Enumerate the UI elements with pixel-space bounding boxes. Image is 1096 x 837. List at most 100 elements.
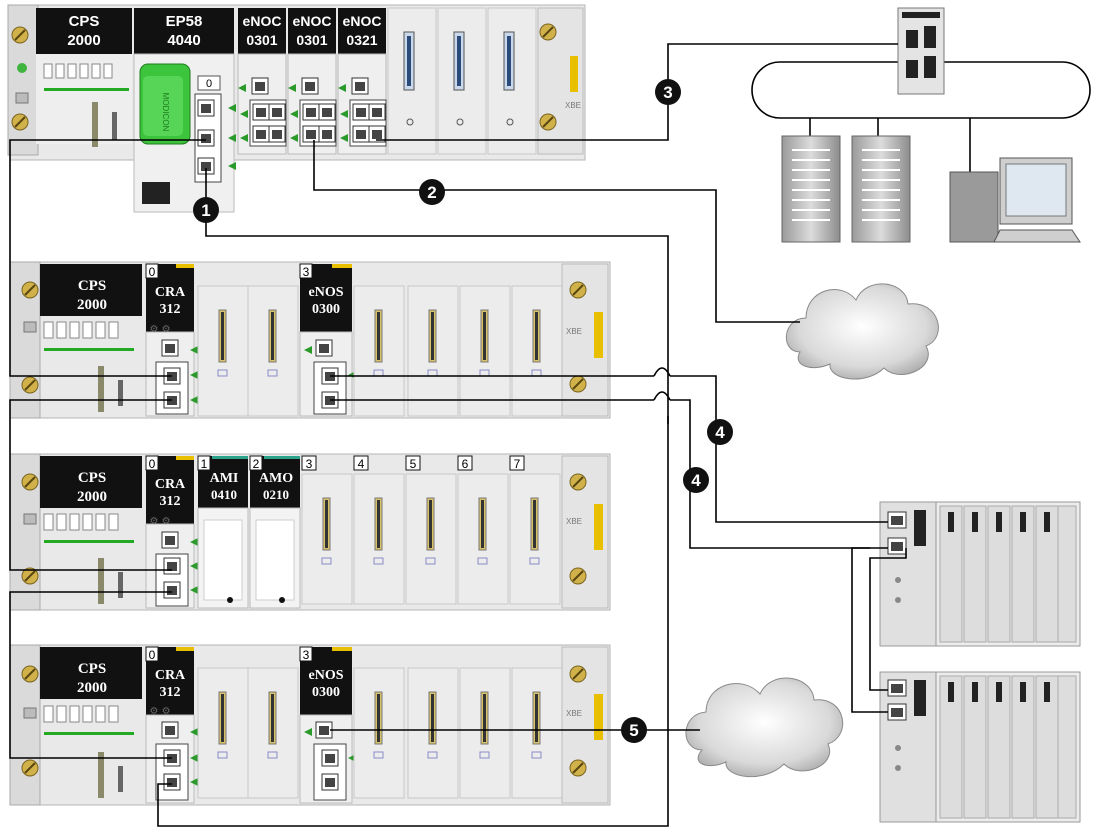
drop2-xbe-end: XBE — [561, 455, 609, 609]
drop2-amo-module: 2 AMO 0210 — [249, 455, 301, 609]
drop3-xbe-label: XBE — [566, 709, 582, 718]
drop1-cps-line1: CPS — [78, 278, 106, 294]
top-enoc2-line2: 0301 — [296, 32, 327, 48]
pc-icon — [949, 157, 1081, 243]
drop1-enos-module: 3 eNOS 0300 — [299, 263, 356, 417]
cloud-icon — [785, 283, 939, 380]
callout-4b-text: 4 — [691, 471, 701, 490]
drop2-amo-line2: 0210 — [263, 487, 289, 502]
drop2-io-slots: 3 4 5 6 7 — [301, 455, 561, 605]
drop1-xbe-label: XBE — [566, 327, 582, 336]
drop1-cra-module: 0 CRA 312 ⚙ ⚙ — [145, 263, 198, 417]
drop3-cps-line2: 2000 — [77, 680, 107, 696]
top-cps-module: CPS 2000 — [36, 8, 132, 147]
top-cpu-line2: 4040 — [167, 32, 200, 49]
drop2-cra-slot: 0 — [149, 457, 156, 471]
top-xbe-end: XBE — [537, 7, 584, 155]
drop3-cps-module: CPS 2000 — [40, 647, 142, 798]
server-icon — [781, 135, 841, 243]
network-device-icon — [897, 7, 945, 95]
drop2-cps-line2: 2000 — [77, 489, 107, 505]
top-io-slots — [387, 7, 537, 155]
drop2-amo-slot: 2 — [253, 457, 260, 471]
drop2-slot-4: 4 — [358, 457, 365, 471]
drop2-ami-line1: AMI — [210, 471, 239, 486]
drop3-enos-line1: eNOS — [309, 668, 344, 683]
drop3-cra-line1: CRA — [155, 668, 186, 683]
svg-text:⚙ ⚙: ⚙ ⚙ — [149, 516, 170, 527]
drop3-enos-module: 3 eNOS 0300 — [299, 646, 356, 804]
control-network — [751, 7, 1091, 243]
svg-text:⚙ ⚙: ⚙ ⚙ — [149, 706, 170, 717]
top-enoc3-line2: 0321 — [346, 32, 377, 48]
drop2-cps-module: CPS 2000 — [40, 456, 142, 604]
callout-2-text: 2 — [427, 183, 436, 202]
svg-text:MODICON: MODICON — [161, 93, 170, 132]
drop1-cra-line2: 312 — [160, 302, 181, 317]
drop1-enos-line2: 0300 — [312, 302, 340, 317]
top-enoc1-line1: eNOC — [243, 13, 282, 29]
cloud-icon-2 — [685, 677, 844, 778]
callout-4b: 4 — [683, 467, 709, 493]
callout-1: 1 — [193, 197, 219, 223]
drop3-cra-module: 0 CRA 312 ⚙ ⚙ — [145, 646, 198, 804]
drop2-slot-6: 6 — [462, 457, 469, 471]
top-enoc2-line1: eNOC — [293, 13, 332, 29]
drop2-slot-7: 7 — [514, 457, 521, 471]
top-enoc-module-2: eNOC 0301 — [287, 8, 337, 155]
top-cpu-ports — [194, 93, 222, 183]
top-cpu-module: EP58 4040 MODICON 0 — [133, 8, 236, 213]
top-cpu-slot-number: 0 — [206, 78, 212, 90]
drop2-cra-line2: 312 — [160, 494, 181, 509]
drop1-cps-module: CPS 2000 — [40, 264, 142, 412]
callout-5: 5 — [621, 717, 647, 743]
drop2-xbe-label: XBE — [566, 517, 582, 526]
drop1-enos-slot: 3 — [303, 265, 310, 279]
drop2-ami-slot: 1 — [201, 457, 208, 471]
drop2-cra-module: 0 CRA 312 ⚙ ⚙ — [145, 455, 198, 609]
drop2-cps-line1: CPS — [78, 470, 106, 486]
drop1-cra-line1: CRA — [155, 285, 186, 300]
top-enoc-module-3: eNOC 0321 — [337, 8, 387, 155]
drop2-cra-line1: CRA — [155, 477, 186, 492]
io-island-icon-2 — [879, 671, 1081, 823]
callout-4a-text: 4 — [715, 423, 725, 442]
callout-2: 2 — [419, 179, 445, 205]
top-enoc1-line2: 0301 — [246, 32, 277, 48]
network-cables — [9, 43, 907, 827]
drop1-xbe-end: XBE — [561, 263, 609, 417]
top-cpu-line1: EP58 — [166, 13, 203, 30]
drop1-cra-slot: 0 — [149, 265, 156, 279]
drop3-enos-slot: 3 — [303, 648, 310, 662]
io-island-icon — [879, 501, 1081, 647]
drop2-amo-line1: AMO — [259, 471, 293, 486]
remote-drop-3: CPS 2000 0 CRA 312 ⚙ ⚙ — [9, 644, 611, 806]
top-enoc3-line1: eNOC — [343, 13, 382, 29]
callout-3-text: 3 — [663, 83, 672, 102]
callout-5-text: 5 — [629, 721, 638, 740]
top-rack: CPS 2000 EP58 4040 MODICON 0 — [7, 4, 586, 213]
drop3-cra-slot: 0 — [149, 648, 156, 662]
drop1-cps-line2: 2000 — [77, 297, 107, 313]
top-cps-line2: 2000 — [67, 32, 100, 49]
remote-drop-1: CPS 2000 0 CRA 312 ⚙ ⚙ — [9, 261, 611, 419]
drop2-ami-module: 1 AMI 0410 — [197, 455, 249, 609]
drop3-cps-line1: CPS — [78, 661, 106, 677]
remote-drop-2: CPS 2000 0 CRA 312 ⚙ ⚙ — [9, 453, 611, 611]
callout-1-text: 1 — [201, 201, 210, 220]
top-cps-line1: CPS — [69, 13, 100, 30]
callout-3: 3 — [655, 79, 681, 105]
drop3-enos-line2: 0300 — [312, 685, 340, 700]
drop3-cra-line2: 312 — [160, 685, 181, 700]
drop2-slot-5: 5 — [410, 457, 417, 471]
server-icon-2 — [851, 135, 911, 243]
callout-4a: 4 — [707, 419, 733, 445]
drop2-ami-line2: 0410 — [211, 487, 237, 502]
drop1-enos-line1: eNOS — [309, 285, 344, 300]
top-xbe-label: XBE — [565, 101, 581, 110]
top-enoc-module-1: eNOC 0301 — [237, 8, 287, 155]
drop2-slot-3: 3 — [306, 457, 313, 471]
drop3-xbe-end: XBE — [561, 646, 609, 804]
svg-text:⚙ ⚙: ⚙ ⚙ — [149, 324, 170, 335]
